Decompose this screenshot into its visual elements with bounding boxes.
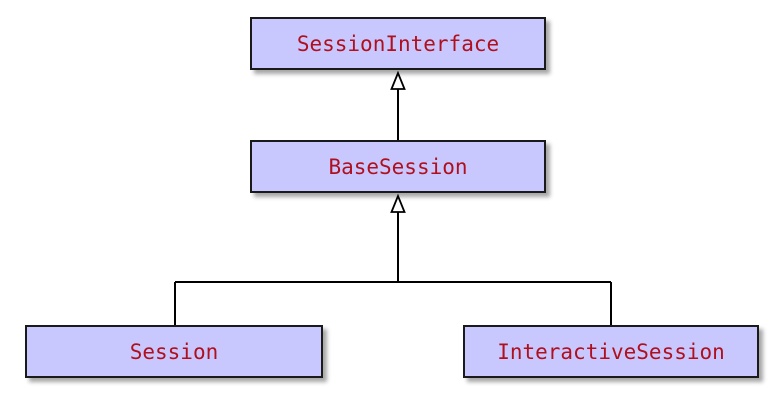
generalization-arrowhead (390, 193, 406, 213)
class-box-session: Session (25, 325, 323, 378)
class-box-session-interface: SessionInterface (250, 17, 546, 70)
class-name: SessionInterface (296, 31, 500, 56)
class-name: BaseSession (328, 154, 468, 179)
class-box-base-session: BaseSession (250, 140, 546, 193)
class-name: Session (129, 339, 219, 364)
generalization-arrowhead (390, 70, 406, 90)
class-name: InteractiveSession (497, 339, 725, 364)
class-box-interactive-session: InteractiveSession (463, 325, 759, 378)
